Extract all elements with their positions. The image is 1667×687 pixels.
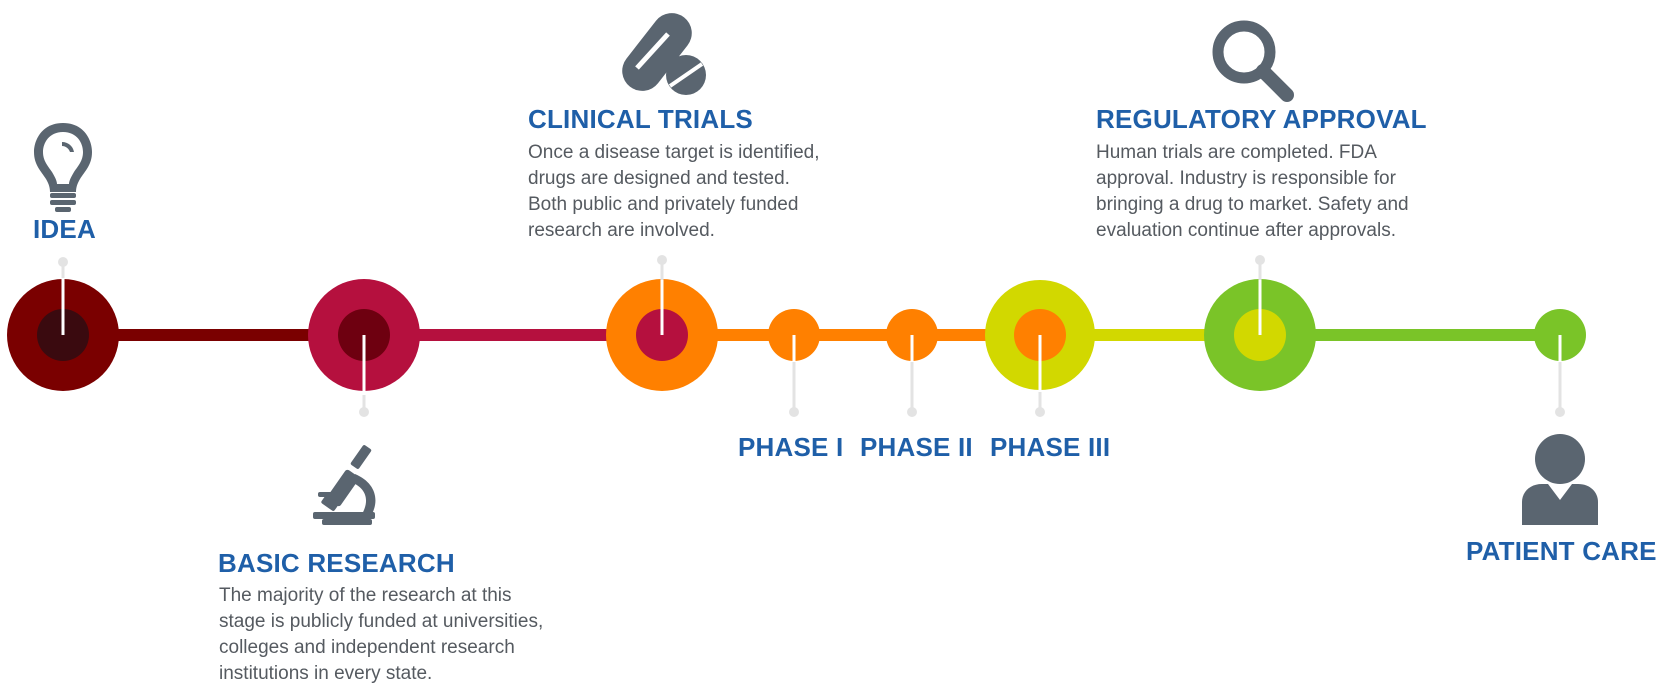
basic-desc-line: colleges and independent research [219,637,515,658]
phase-1-label: PHASE I [738,432,843,462]
phase-3-label: PHASE III [990,432,1110,462]
person-icon [1522,434,1598,525]
node-phase-1 [768,309,820,417]
basic-desc-line: The majority of the research at this [219,585,512,606]
clinical-desc-line: Both public and privately funded [528,194,798,215]
clinical-trials-title: CLINICAL TRIALS [528,104,753,134]
pills-icon [622,13,706,95]
phase-2-label: PHASE II [860,432,973,462]
clinical-desc-line: drugs are designed and tested. [528,168,790,189]
node-phase-3 [985,280,1095,417]
regulatory-desc-line: evaluation continue after approvals. [1096,220,1396,241]
basic-desc-line: stage is publicly funded at universities… [219,611,543,632]
node-patient-care [1534,309,1586,417]
microscope-icon [313,445,376,525]
node-basic-research [308,279,420,417]
node-idea [7,257,119,391]
regulatory-desc-line: approval. Industry is responsible for [1096,168,1397,189]
node-regulatory-approval [1204,255,1316,391]
patient-care-title: PATIENT CARE [1466,536,1657,566]
clinical-desc-line: Once a disease target is identified, [528,142,820,163]
regulatory-approval-title: REGULATORY APPROVAL [1096,104,1427,134]
clinical-trials-desc: Once a disease target is identified, dru… [528,142,825,241]
regulatory-desc-line: bringing a drug to market. Safety and [1096,194,1409,215]
basic-research-title: BASIC RESEARCH [218,548,455,578]
lightbulb-icon [34,123,92,212]
basic-research-desc: The majority of the research at this sta… [219,585,549,684]
node-clinical-trials [606,255,718,391]
magnifier-icon [1212,20,1294,102]
idea-title: IDEA [33,214,96,244]
node-phase-2 [886,309,938,417]
regulatory-desc-line: Human trials are completed. FDA [1096,142,1377,163]
basic-desc-line: institutions in every state. [219,663,432,684]
clinical-desc-line: research are involved. [528,220,715,241]
regulatory-approval-desc: Human trials are completed. FDA approval… [1096,142,1414,241]
